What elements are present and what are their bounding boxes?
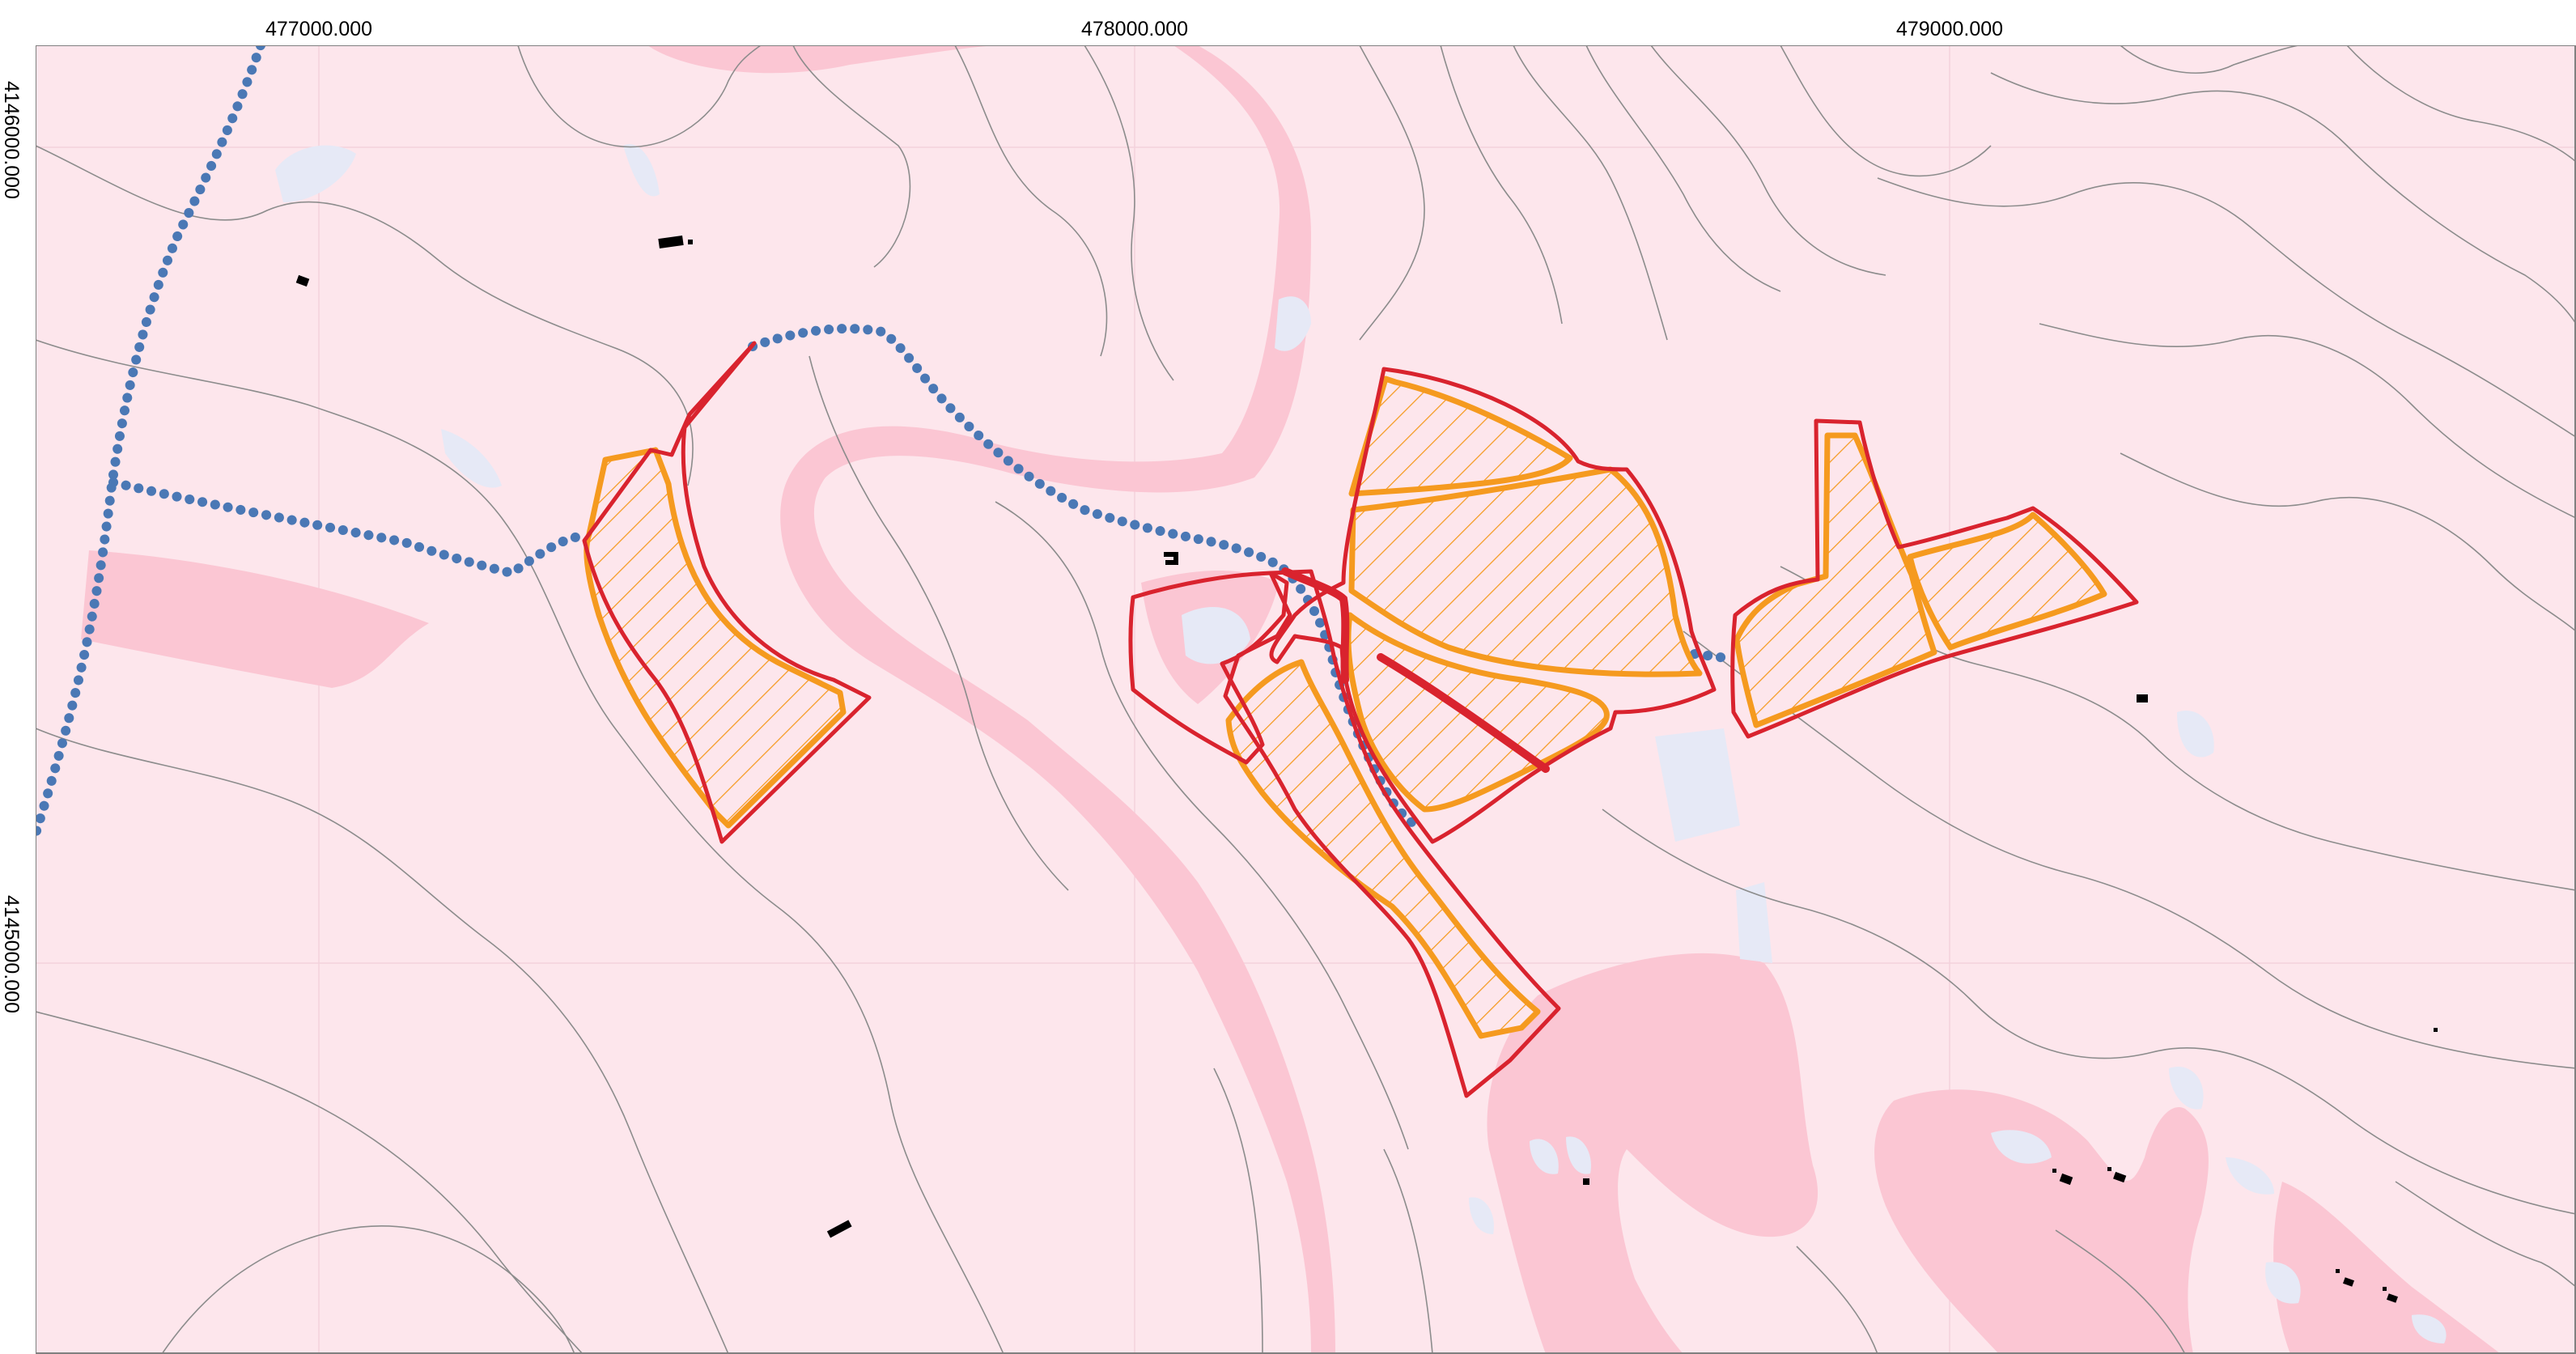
building-marker-icon — [1164, 552, 1178, 565]
building-marker-icon — [688, 240, 693, 244]
hatched-parcel-icon — [584, 447, 847, 829]
building-marker-icon — [2342, 1277, 2355, 1287]
building-marker-icon — [2107, 1167, 2111, 1171]
dotted-route-icon — [108, 478, 589, 579]
building-marker-icon — [2137, 694, 2148, 702]
hatched-parcel-icon — [1225, 659, 1541, 1039]
parcel-outline — [1223, 569, 1561, 1098]
building-marker-icon — [2383, 1287, 2387, 1291]
building-marker-icon — [295, 274, 310, 287]
parcel-outlines — [582, 341, 2139, 1098]
x-tick-label-477000: 477000.000 — [265, 18, 373, 40]
x-tick-label-479000: 479000.000 — [1895, 18, 2004, 40]
building-marker-icon — [658, 235, 684, 249]
building-markers — [295, 235, 2438, 1303]
parcel-outline — [582, 341, 872, 844]
red-road-segments — [1281, 567, 1550, 773]
hatched-parcel-icon — [1348, 376, 1573, 497]
building-marker-icon — [2336, 1269, 2340, 1273]
water-bodies — [275, 144, 2447, 1343]
parcel-outline — [1730, 418, 2139, 739]
red-road-segment — [1281, 567, 1350, 684]
x-tick-label-478000: 478000.000 — [1080, 18, 1189, 40]
parcel-outline — [1128, 571, 1289, 765]
building-marker-icon — [2059, 1173, 2073, 1186]
map-frame-border — [36, 45, 2576, 1354]
hatched-parcel-icon — [1907, 511, 2107, 651]
map-canvas[interactable] — [36, 45, 2576, 1354]
building-marker-icon — [2434, 1028, 2438, 1032]
dotted-route-icon — [36, 45, 265, 838]
hatched-parcels — [584, 376, 2107, 1039]
parcel-outline — [1269, 367, 1717, 844]
building-marker-icon — [2113, 1171, 2127, 1183]
map-svg — [36, 45, 2576, 1354]
contour-lines — [36, 45, 2576, 1354]
red-road-segment — [1377, 653, 1550, 773]
coordinate-grid — [36, 45, 2576, 1354]
building-marker-icon — [826, 1220, 852, 1238]
building-marker-icon — [2386, 1293, 2399, 1303]
dotted-route-icon — [748, 324, 1423, 830]
building-marker-icon — [2052, 1169, 2056, 1173]
y-tick-label-4145000: 4145000.000 — [0, 895, 23, 1013]
building-marker-icon — [1583, 1178, 1589, 1185]
y-tick-label-4146000: 4146000.000 — [0, 81, 23, 199]
hatched-parcel-icon — [1348, 466, 1703, 677]
